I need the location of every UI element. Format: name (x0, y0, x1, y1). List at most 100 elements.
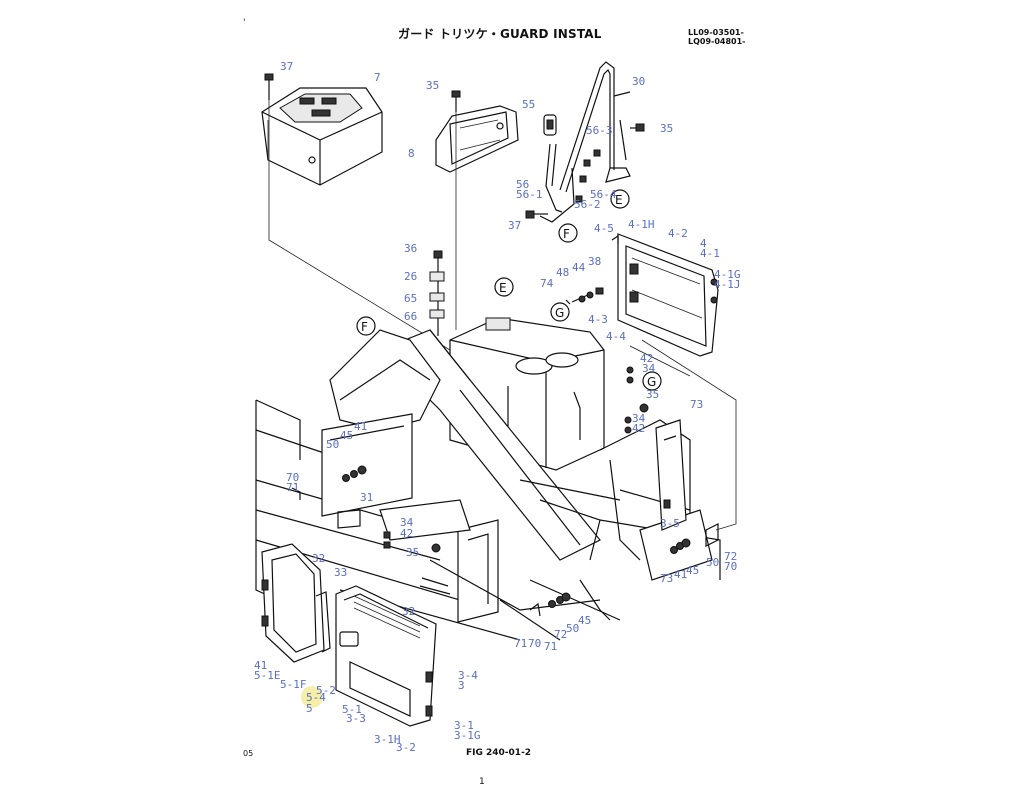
left-code: 05 (243, 749, 254, 758)
part-label: 31 (360, 491, 373, 504)
serial-range-2: LQ09-04801- (688, 37, 746, 46)
part-label: 3-1H (374, 733, 401, 746)
part-label: 55 (522, 98, 535, 111)
part-label: 4-1G (714, 268, 741, 281)
door-part-3 (335, 585, 437, 727)
part-label: 70 (724, 560, 737, 573)
part-label: 71 (286, 481, 299, 494)
part-label: 42 (400, 527, 413, 540)
part-label: 56 (516, 178, 529, 191)
door-part-5 (261, 543, 331, 663)
part-label: 44 (572, 261, 586, 274)
part-label: 50 (566, 622, 579, 635)
part-label: 5 (306, 702, 313, 715)
cover-part-7 (261, 87, 383, 186)
part-labels: 37 7 35 8 55 30 56-3 35 56 56-1 56-4 56-… (254, 60, 741, 754)
bolt-37 (264, 73, 274, 100)
part-label: 70 (286, 471, 299, 484)
part-label: 42 (632, 422, 645, 435)
part-label: 4-2 (668, 227, 688, 240)
figure-number: FIG 240-01-2 (466, 748, 532, 758)
part-label: 37 (280, 60, 293, 73)
page-number: 1 (479, 777, 485, 787)
part-label: 5-1 (342, 703, 362, 716)
part-label: 32 (402, 605, 415, 618)
part-label: 72 (724, 550, 737, 563)
part-label: 56-1 (516, 188, 543, 201)
handrail-part-30 (559, 61, 631, 193)
part-label: 45 (340, 429, 353, 442)
part-label: 8 (408, 147, 415, 160)
part-label: 34 (632, 412, 646, 425)
part-label: 30 (632, 75, 645, 88)
highlight-marker (301, 686, 323, 708)
part-label: 50 (706, 556, 719, 569)
main-frame (255, 317, 721, 641)
part-label: 4 (700, 237, 707, 250)
part-label: 73 (660, 572, 673, 585)
part-label: 4-3 (588, 313, 608, 326)
panel-73-right (655, 419, 687, 531)
part-label: 3-1G (454, 729, 481, 742)
part-label: 56-4 (590, 188, 617, 201)
part-label: 41 (254, 659, 267, 672)
part-label: 4-1 (700, 247, 720, 260)
part-label: 65 (404, 292, 417, 305)
part-label: 3-1 (454, 719, 474, 732)
bolt-35-upper (451, 90, 461, 112)
part-label: 36 (404, 242, 417, 255)
part-label: 34 (642, 362, 656, 375)
part-label: 35 (426, 79, 439, 92)
fastener-stack-36-26-65-66 (429, 250, 445, 336)
svg-text:F: F (361, 320, 368, 334)
part-label: 48 (556, 266, 569, 279)
svg-text:G: G (647, 375, 656, 389)
grab-bar-31 (337, 509, 451, 595)
part-label: 56-3 (586, 124, 613, 137)
part-label: 26 (404, 270, 417, 283)
part-label: 45 (578, 614, 591, 627)
part-label: 4-4 (606, 330, 626, 343)
part-label: 41 (354, 420, 367, 433)
callout-f-top: F (558, 223, 578, 243)
svg-text:E: E (499, 281, 507, 295)
part-label: 5-2 (316, 684, 336, 697)
part-label: 42 (640, 352, 653, 365)
part-label: 3-4 (458, 669, 478, 682)
part-label: 37 (508, 219, 521, 232)
bolt-35-rail (630, 123, 645, 132)
part-label: 4-5 (594, 222, 614, 235)
fasteners-34-42-35 (383, 366, 649, 553)
clip-55 (543, 114, 557, 136)
part-label: 74 (540, 277, 554, 290)
callout-g-top: G (550, 302, 570, 322)
part-label: 3-2 (396, 741, 416, 754)
bolt-37-lower (525, 210, 548, 219)
part-label: 72 (554, 628, 567, 641)
part-label: 50 (326, 438, 339, 451)
part-label: 34 (400, 516, 414, 529)
washers-41-45-50-right (670, 523, 719, 554)
part-label: 5-1E (254, 669, 281, 682)
part-label: 71 (514, 637, 527, 650)
guard-part-8 (435, 105, 519, 173)
serial-range-1: LL09-03501- (688, 28, 744, 37)
washers-50-45-41-mid (529, 592, 571, 617)
callout-e-mid: E (494, 277, 514, 297)
callout-e-top: E (610, 189, 630, 209)
washers-50-45-41-left (291, 465, 367, 500)
part-label: 38 (588, 255, 601, 268)
bracket-56 (539, 143, 601, 223)
callout-f-mid: F (356, 316, 376, 336)
callout-g-mid: G (642, 371, 662, 391)
svg-text:F: F (563, 227, 570, 241)
fasteners-48-44-38 (565, 287, 604, 305)
part-label: 45 (686, 564, 699, 577)
part-label: 70 (528, 637, 541, 650)
part-label: 73 (690, 398, 703, 411)
svg-text:G: G (555, 306, 564, 320)
part-label: 5-1F (280, 678, 307, 691)
part-label: 35 (406, 546, 419, 559)
part-label: 7 (374, 71, 381, 84)
